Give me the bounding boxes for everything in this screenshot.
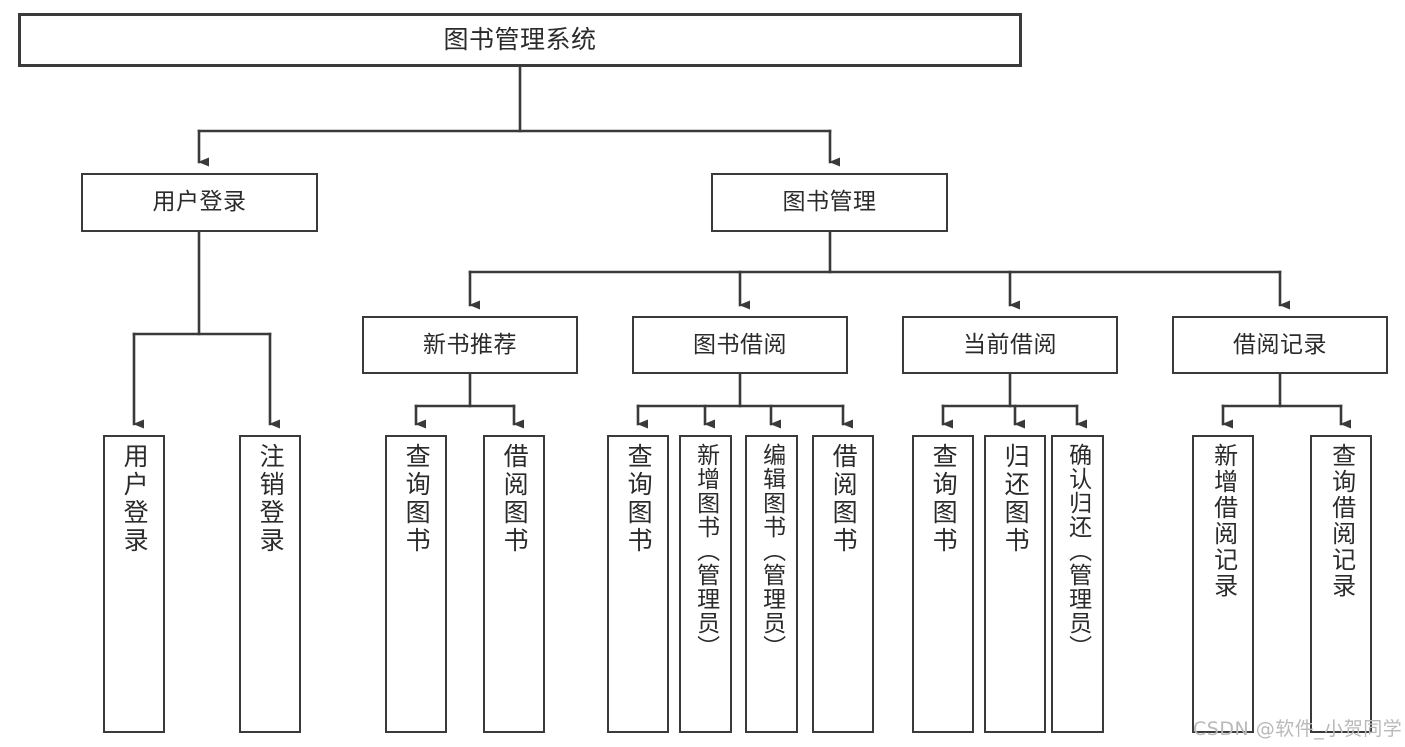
node-leaf-confirm-return-label: 确认归还（管理员） — [1064, 443, 1091, 659]
node-borrow-record-label: 借阅记录 — [1233, 331, 1327, 358]
node-book-manage-label: 图书管理 — [782, 189, 877, 216]
node-leaf-user-login-label: 用户登录 — [120, 443, 150, 555]
node-book-borrow-label: 图书借阅 — [693, 331, 787, 358]
node-leaf-confirm-return[interactable]: 确认归还（管理员） — [1051, 435, 1104, 733]
csdn-watermark: CSDN @软件_小贺同学 — [1193, 714, 1402, 741]
node-user-login[interactable]: 用户登录 — [81, 173, 318, 232]
node-root[interactable]: 图书管理系统 — [18, 13, 1022, 67]
node-root-label: 图书管理系统 — [443, 25, 597, 55]
node-leaf-query-book-b-label: 查询图书 — [624, 443, 654, 555]
node-leaf-query-book-b[interactable]: 查询图书 — [607, 435, 669, 733]
node-leaf-borrow-book-a-label: 借阅图书 — [500, 443, 530, 555]
node-leaf-borrow-book-b[interactable]: 借阅图书 — [812, 435, 874, 733]
node-leaf-query-record[interactable]: 查询借阅记录 — [1310, 435, 1372, 733]
node-leaf-user-login[interactable]: 用户登录 — [103, 435, 165, 733]
node-leaf-borrow-book-a[interactable]: 借阅图书 — [483, 435, 545, 733]
node-leaf-add-record[interactable]: 新增借阅记录 — [1192, 435, 1254, 733]
node-leaf-add-book[interactable]: 新增图书（管理员） — [679, 435, 732, 733]
csdn-watermark-text: CSDN @软件_小贺同学 — [1193, 718, 1403, 740]
node-current-borrow-label: 当前借阅 — [963, 331, 1057, 358]
node-leaf-return-book[interactable]: 归还图书 — [984, 435, 1046, 733]
node-leaf-edit-book[interactable]: 编辑图书（管理员） — [745, 435, 798, 733]
node-leaf-borrow-book-b-label: 借阅图书 — [829, 443, 859, 555]
node-leaf-add-book-label: 新增图书（管理员） — [692, 443, 719, 659]
node-borrow-record[interactable]: 借阅记录 — [1172, 316, 1388, 374]
node-leaf-query-record-label: 查询借阅记录 — [1327, 443, 1356, 599]
node-book-manage[interactable]: 图书管理 — [711, 173, 948, 232]
node-user-login-label: 用户登录 — [152, 189, 247, 216]
node-new-book-rec[interactable]: 新书推荐 — [362, 316, 578, 374]
node-leaf-add-record-label: 新增借阅记录 — [1209, 443, 1238, 599]
node-leaf-edit-book-label: 编辑图书（管理员） — [758, 443, 785, 659]
node-new-book-rec-label: 新书推荐 — [423, 331, 517, 358]
node-leaf-user-logout-label: 注销登录 — [256, 443, 286, 555]
node-leaf-query-book-c-label: 查询图书 — [929, 443, 959, 555]
node-leaf-query-book-c[interactable]: 查询图书 — [912, 435, 974, 733]
node-leaf-return-book-label: 归还图书 — [1001, 443, 1031, 555]
node-leaf-user-logout[interactable]: 注销登录 — [239, 435, 301, 733]
node-leaf-query-book-a-label: 查询图书 — [402, 443, 432, 555]
node-current-borrow[interactable]: 当前借阅 — [902, 316, 1118, 374]
node-book-borrow[interactable]: 图书借阅 — [632, 316, 848, 374]
node-leaf-query-book-a[interactable]: 查询图书 — [385, 435, 447, 733]
